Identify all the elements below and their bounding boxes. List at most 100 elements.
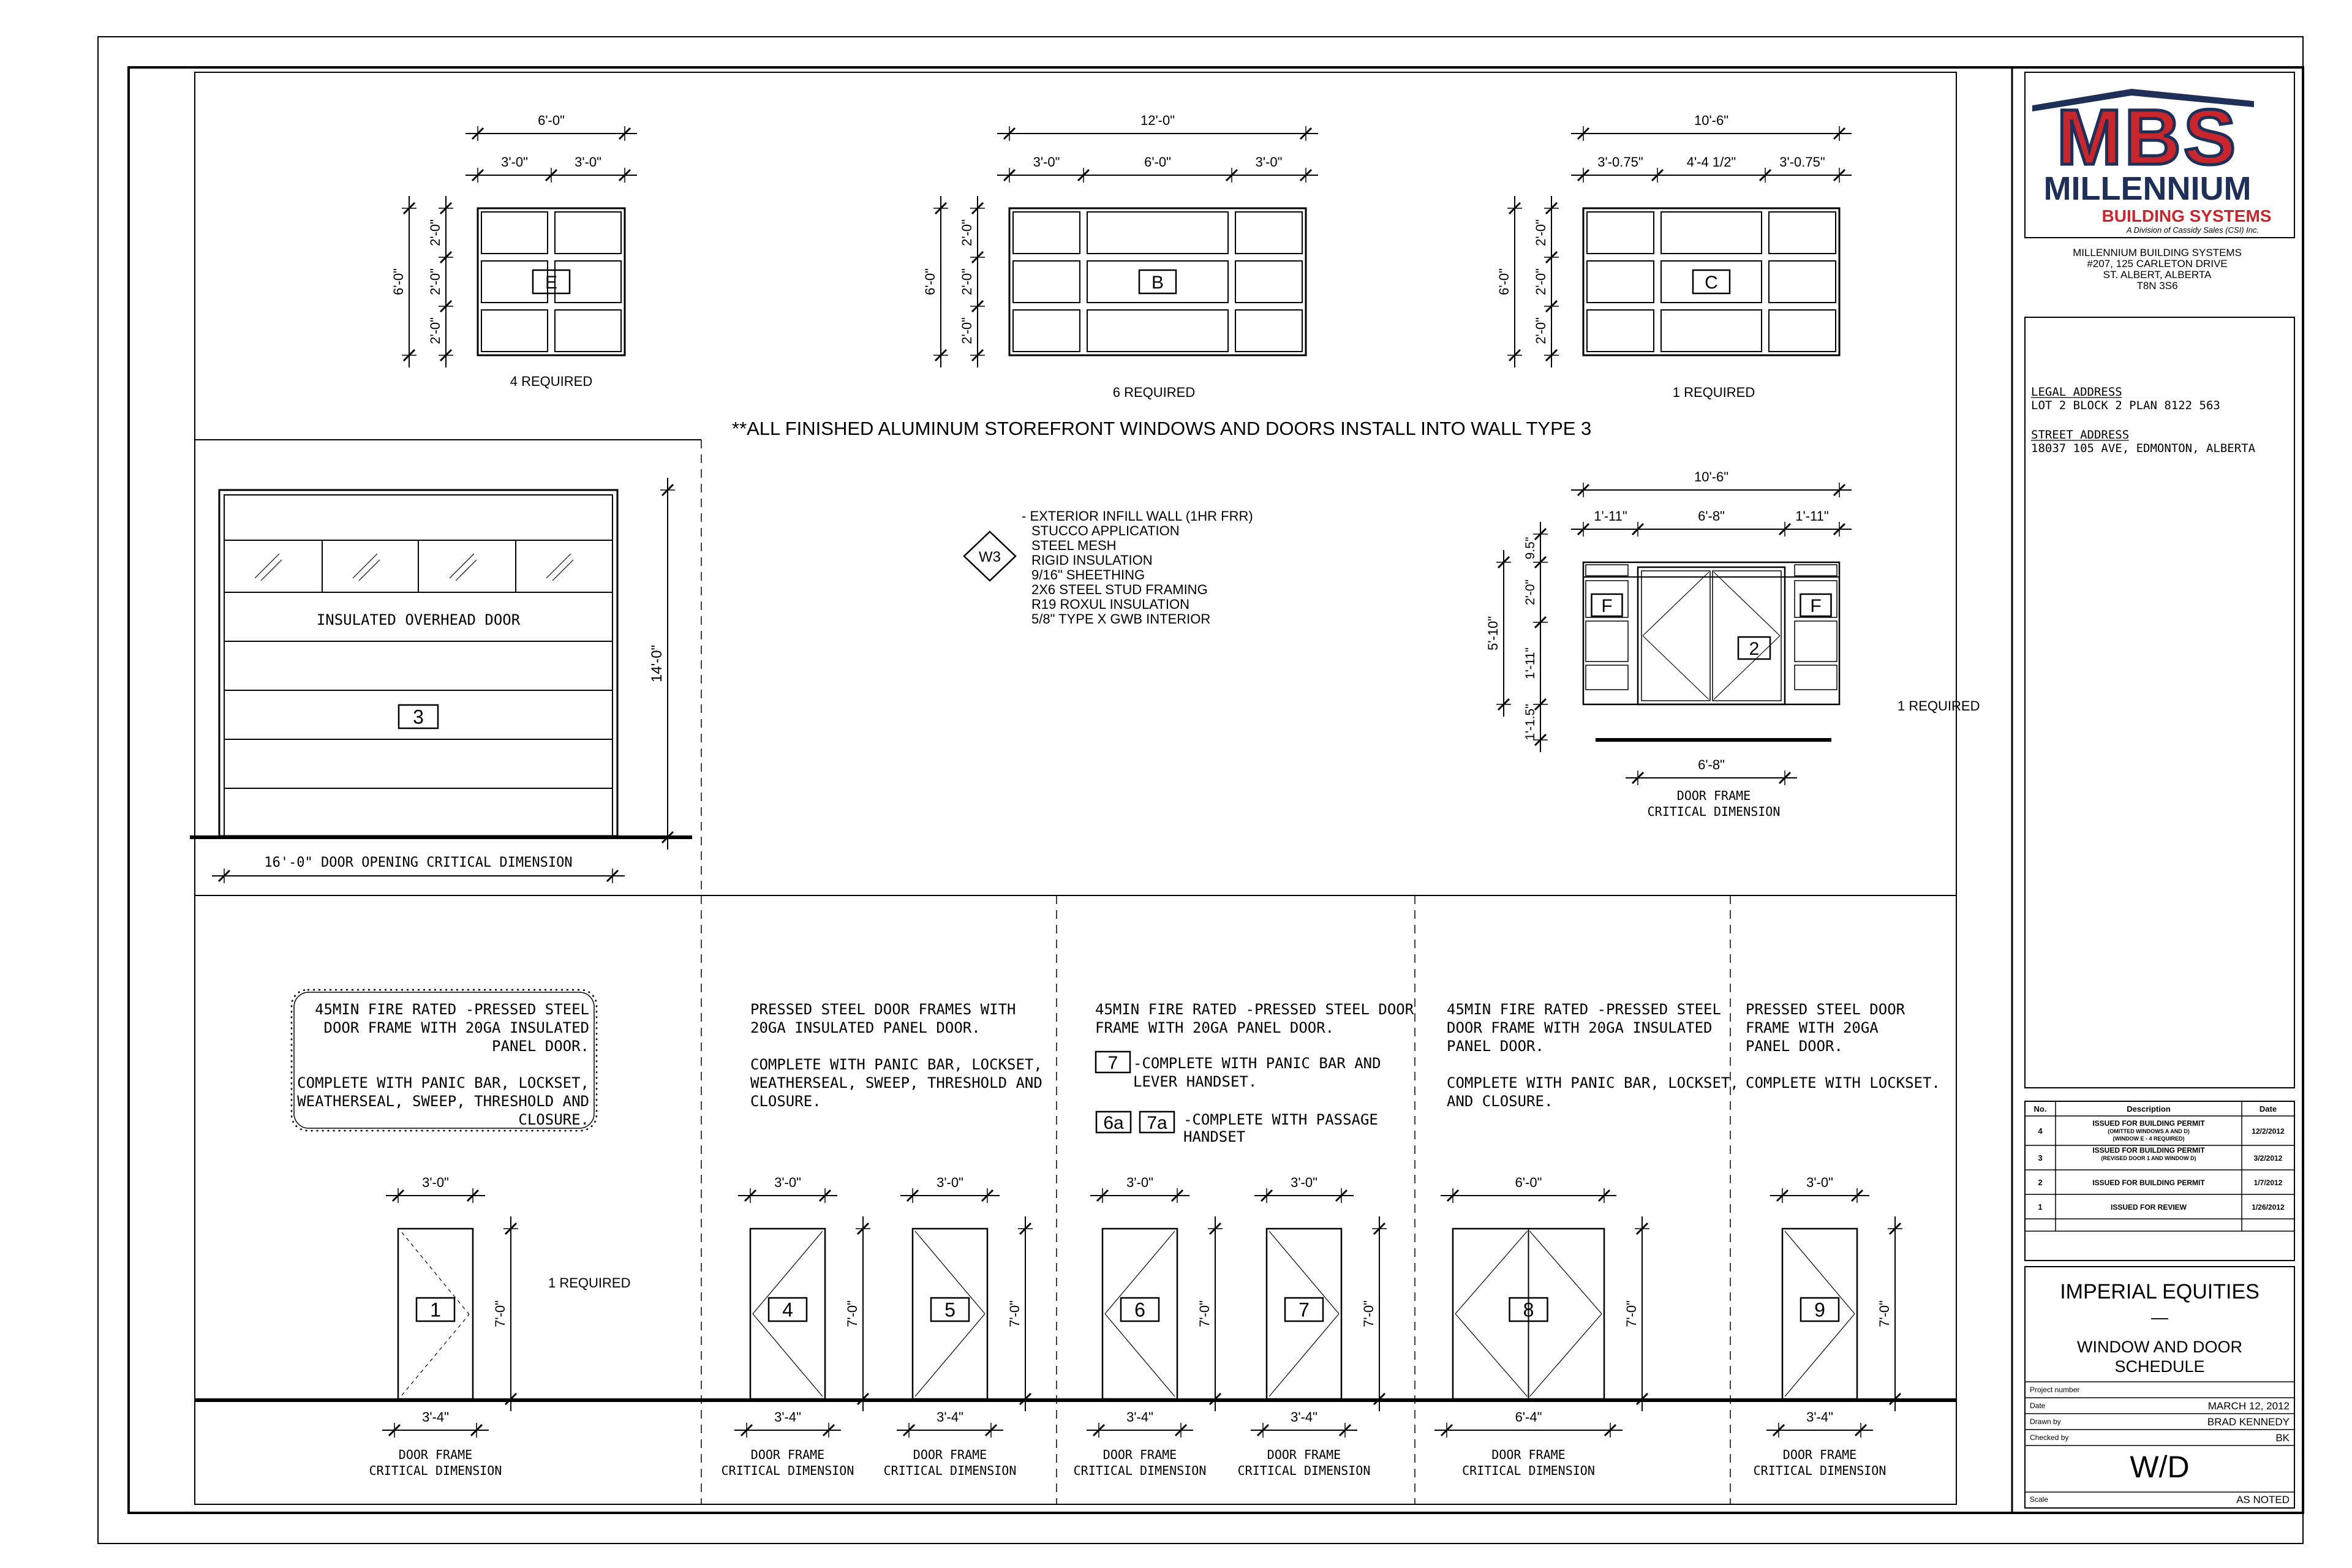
dimension-tick: [1776, 1189, 1789, 1202]
dimension-text: 6'-0": [538, 113, 565, 128]
door-swing-line: [752, 1231, 823, 1314]
sidelite-pane: [1585, 580, 1629, 618]
dimension-text: 3'-0": [1256, 154, 1283, 170]
dimension-tick: [971, 202, 984, 215]
title-field-value: BRAD KENNEDY: [2207, 1416, 2290, 1428]
door-note-line: DOOR FRAME WITH 20GA INSULATED: [324, 1019, 589, 1036]
overhead-door-label: INSULATED OVERHEAD DOOR: [317, 611, 521, 628]
door-note-line: COMPLETE WITH PANIC BAR, LOCKSET,: [1447, 1074, 1739, 1091]
dimension-text: 6'-8": [1698, 757, 1725, 772]
dimension-tick: [1545, 251, 1558, 264]
dimension-tick: [471, 127, 484, 140]
door-7-subnote-tag-box: [1095, 1050, 1131, 1074]
dimension-text: 2'-0": [428, 219, 443, 246]
door-note-line: PRESSED STEEL DOOR: [1746, 1001, 1905, 1018]
dimension-tick: [1373, 1222, 1386, 1235]
address-heading: LEGAL ADDRESS: [2031, 385, 2122, 399]
dimension-text: 3'-4": [774, 1409, 801, 1425]
door-6-elevation: [1101, 1227, 1178, 1400]
dimension-text: 6'-4": [1515, 1409, 1542, 1425]
door-6-mark-box: [1120, 1297, 1160, 1322]
dimension-tick: [466, 1189, 480, 1202]
door-swing-line: [1529, 1231, 1602, 1314]
dimension-tick: [1534, 698, 1547, 711]
door-note-line: 45MIN FIRE RATED -PRESSED STEEL: [315, 1001, 589, 1018]
dimension-text: 7'-0": [492, 1300, 508, 1327]
door-frame-note: DOOR FRAME: [913, 1447, 987, 1462]
address-value: LOT 2 BLOCK 2 PLAN 8122 563: [2031, 399, 2220, 412]
window-b-pane: [1235, 309, 1303, 352]
logo-panel: [2024, 72, 2295, 238]
window-b-pane: [1235, 260, 1303, 303]
dimension-tick: [1577, 522, 1590, 536]
dimension-tick: [1534, 527, 1547, 541]
dimension-tick: [439, 251, 453, 264]
dimension-tick: [402, 202, 416, 215]
wall-type-line: R19 ROXUL INSULATION: [1031, 597, 1189, 612]
dimension-tick: [1577, 483, 1590, 497]
dimension-tick: [1850, 1189, 1864, 1202]
dimension-text: 1'-11": [1795, 508, 1828, 524]
dimension-text: 14'-0": [649, 645, 665, 682]
door-8-mark-box: [1509, 1297, 1548, 1322]
door-swing-line: [1268, 1313, 1340, 1397]
dimension-text: 3'-0": [422, 1175, 449, 1190]
window-c-pane: [1586, 309, 1654, 352]
dimension-text: 3'-0": [937, 1175, 963, 1190]
door-note-line: PANEL DOOR.: [492, 1038, 589, 1055]
door-note-line: PRESSED STEEL DOOR FRAMES WITH: [750, 1001, 1016, 1018]
logo-word-1: MILLENNIUM: [2044, 170, 2252, 207]
revision-description: (OMITTED WINDOWS A AND D): [2108, 1128, 2189, 1134]
dimension-text: 3'-0": [1291, 1175, 1317, 1190]
dimension-tick: [1597, 1189, 1611, 1202]
glass-hatch: [254, 553, 280, 579]
wall-type-tag: W3: [979, 549, 1001, 565]
door-note-line: PANEL DOOR.: [1746, 1038, 1843, 1055]
dimension-tick: [618, 127, 631, 140]
door-note-line: CLOSURE.: [518, 1111, 589, 1128]
door-6a-tag-box: [1095, 1110, 1132, 1134]
general-note: **ALL FINISHED ALUMINUM STOREFRONT WINDO…: [732, 418, 1591, 439]
dimension-tick: [1256, 1423, 1270, 1437]
revision-header: No.: [2034, 1104, 2047, 1114]
dimension-tick: [906, 1189, 919, 1202]
door-swing-line: [1268, 1231, 1340, 1314]
dimension-tick: [1577, 168, 1590, 182]
dimension-tick: [545, 168, 558, 182]
sheet-title: SCHEDULE: [2114, 1357, 2204, 1376]
overhead-door-mark: 3: [413, 706, 424, 728]
dimension-tick: [856, 1392, 870, 1406]
dimension-tick: [1174, 1423, 1188, 1437]
door-7a-tag: 7a: [1147, 1113, 1167, 1133]
dimension-tick: [1019, 1222, 1032, 1235]
door-note-line: FRAME WITH 20GA PANEL DOOR.: [1095, 1019, 1334, 1036]
logo-letters: MBS: [2057, 94, 2238, 181]
revision-description: ISSUED FOR BUILDING PERMIT: [2092, 1178, 2205, 1187]
dimension-tick: [1260, 1189, 1273, 1202]
dimension-tick: [504, 1222, 518, 1235]
dimension-tick: [981, 1189, 994, 1202]
door-swing-line: [1784, 1313, 1855, 1397]
dimension-text: 1'-11": [1594, 508, 1627, 524]
door-6a-tag: 6a: [1103, 1113, 1124, 1133]
logo-roof-icon: [2032, 89, 2254, 111]
door-note-line: HANDSET: [1183, 1128, 1245, 1145]
sidelite-pane: [1794, 620, 1838, 662]
dimension-text: 7'-0": [1624, 1300, 1639, 1327]
dimension-tick: [818, 1189, 832, 1202]
door-5-elevation: [911, 1227, 989, 1400]
glass-hatch: [455, 559, 477, 581]
logo-word-2: BUILDING SYSTEMS: [2102, 206, 2272, 225]
dimension-tick: [1077, 168, 1090, 182]
storefront-door-leaf: [1712, 570, 1782, 701]
dimension-tick: [934, 349, 948, 362]
window-c-pane: [1660, 309, 1762, 352]
inner-border: [127, 66, 2304, 1514]
title-field-value: BK: [2275, 1432, 2290, 1444]
door-note-line: -COMPLETE WITH PASSAGE: [1183, 1111, 1378, 1128]
dimension-tick: [439, 349, 453, 362]
dimension-tick: [1635, 1222, 1649, 1235]
door-swing-line: [914, 1313, 986, 1397]
revision-description: (WINDOW E - 4 REQUIRED): [2113, 1136, 2185, 1142]
dimension-text: 6'-0": [1515, 1175, 1542, 1190]
